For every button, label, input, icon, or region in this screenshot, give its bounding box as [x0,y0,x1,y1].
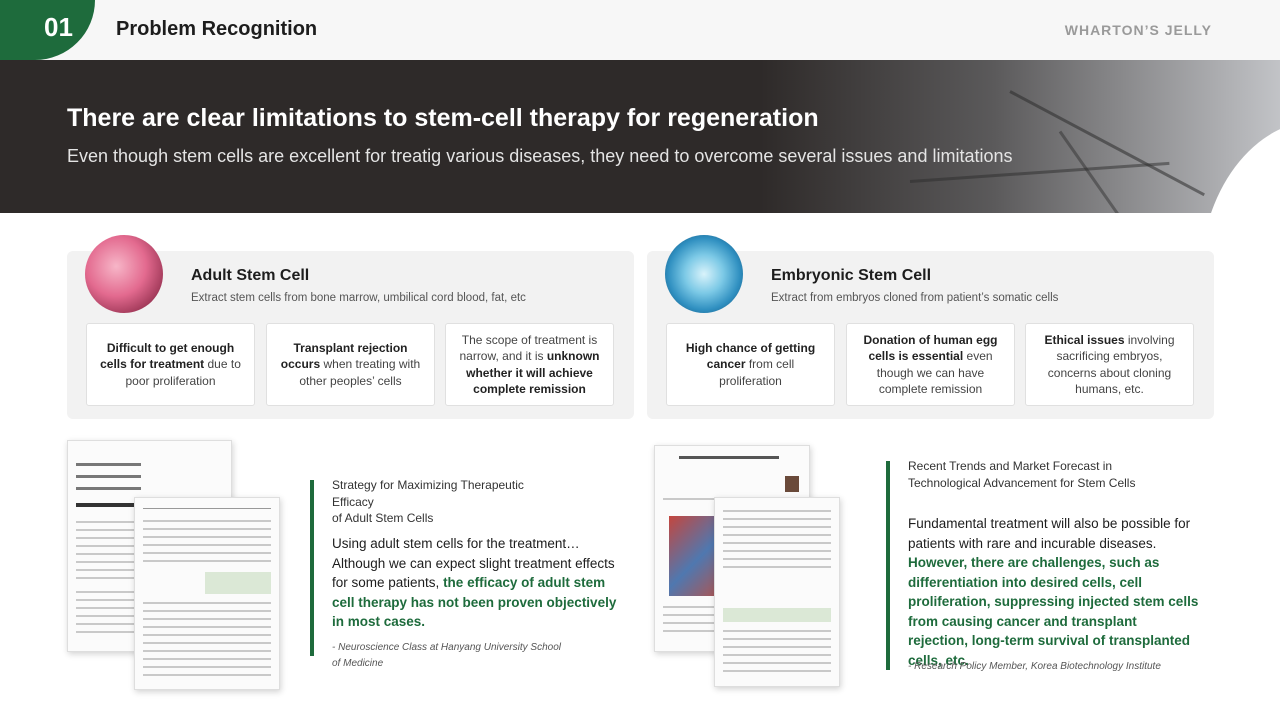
limitation-bold: Difficult to get enough cells for treatm… [100,340,235,372]
limitation-bold: Donation of human egg cells is essential [863,332,998,364]
paper-thumbnail [714,497,840,687]
embryonic-stem-cell-card: Embryonic Stem Cell Extract from embryos… [647,235,1214,419]
limitation-bold: Ethical issues [1044,332,1125,347]
hero-syringe-image [760,60,1280,213]
quote-body: Fundamental treatment will also be possi… [908,514,1200,670]
quote-heading: Recent Trends and Market Forecast in Tec… [908,458,1208,491]
adult-stem-cell-card: Adult Stem Cell Extract stem cells from … [67,235,634,419]
quote-body: Using adult stem cells for the treatment… [332,534,624,632]
embryonic-cell-image [665,235,743,313]
card-subtitle: Extract from embryos cloned from patient… [771,292,1059,304]
syringe-needle-icon [1009,90,1205,197]
limitation-text: involving sacrificing embryos, concerns … [1047,332,1175,397]
limitation-text: The scope of treatment is narrow, and it… [459,332,598,364]
section-title: Problem Recognition [116,18,318,40]
limitation-text: from cell proliferation [719,357,795,388]
limitation-box: Donation of human egg cells is essential… [846,323,1015,406]
card-title: Adult Stem Cell [191,267,310,284]
limitation-text: even though we can have complete remissi… [876,349,993,396]
card-subtitle: Extract stem cells from bone marrow, umb… [191,292,526,304]
section-number: 01 [44,12,73,42]
hero-banner: There are clear limitations to stem-cell… [0,60,1280,213]
limitation-text: when treating with other peoples’ cells [299,357,421,388]
limitation-box: The scope of treatment is narrow, and it… [445,323,614,406]
section-badge: 01 [0,0,95,60]
paper-thumbnail [134,497,280,690]
quote-heading-line: Recent Trends and Market Forecast in [908,459,1113,473]
quote-source: - Neuroscience Class at Hanyang Universi… [332,642,561,669]
brand-name: WHARTON’S JELLY [1064,22,1212,38]
hero-subtitle: Even though stem cells are excellent for… [67,146,1013,166]
adult-cell-image [85,235,163,313]
quote-source: - Research Policy Member, Korea Biotechn… [908,661,1161,672]
quote-heading: Strategy for Maximizing Therapeutic Effi… [332,477,532,527]
limitation-box: High chance of getting cancer from cell … [666,323,835,406]
limitation-box: Transplant rejection occurs when treatin… [266,323,435,406]
quote-heading-line: of Adult Stem Cells [332,511,434,525]
quote-heading-line: Efficacy [332,494,374,509]
card-title: Embryonic Stem Cell [771,267,932,284]
quote-highlight: the efficacy of adult stem cell therapy … [332,575,617,629]
limitation-bold: High chance of getting cancer [685,340,816,372]
quote-text: Using adult stem cells for the treatment… [332,536,615,590]
limitation-box: Ethical issues involving sacrificing emb… [1025,323,1194,406]
hero-title: There are clear limitations to stem-cell… [67,104,819,132]
quote-heading-line: Technological Advancement for Stem Cells [908,475,1136,490]
quote-accent-bar [886,461,890,670]
limitation-box: Difficult to get enough cells for treatm… [86,323,255,406]
quote-text: Fundamental treatment will also be possi… [908,516,1191,551]
quote-accent-bar [310,480,314,656]
limitation-text: due to poor proliferation [125,357,241,388]
quote-highlight: However, there are challenges, such as d… [908,555,1199,668]
top-bar: 01 Problem Recognition WHARTON’S JELLY [0,0,1280,60]
limitation-bold: Transplant rejection occurs [280,340,408,372]
quote-heading-line: Strategy for Maximizing Therapeutic [332,478,524,492]
limitation-bold: unknown whether it will achieve complete… [466,349,600,396]
